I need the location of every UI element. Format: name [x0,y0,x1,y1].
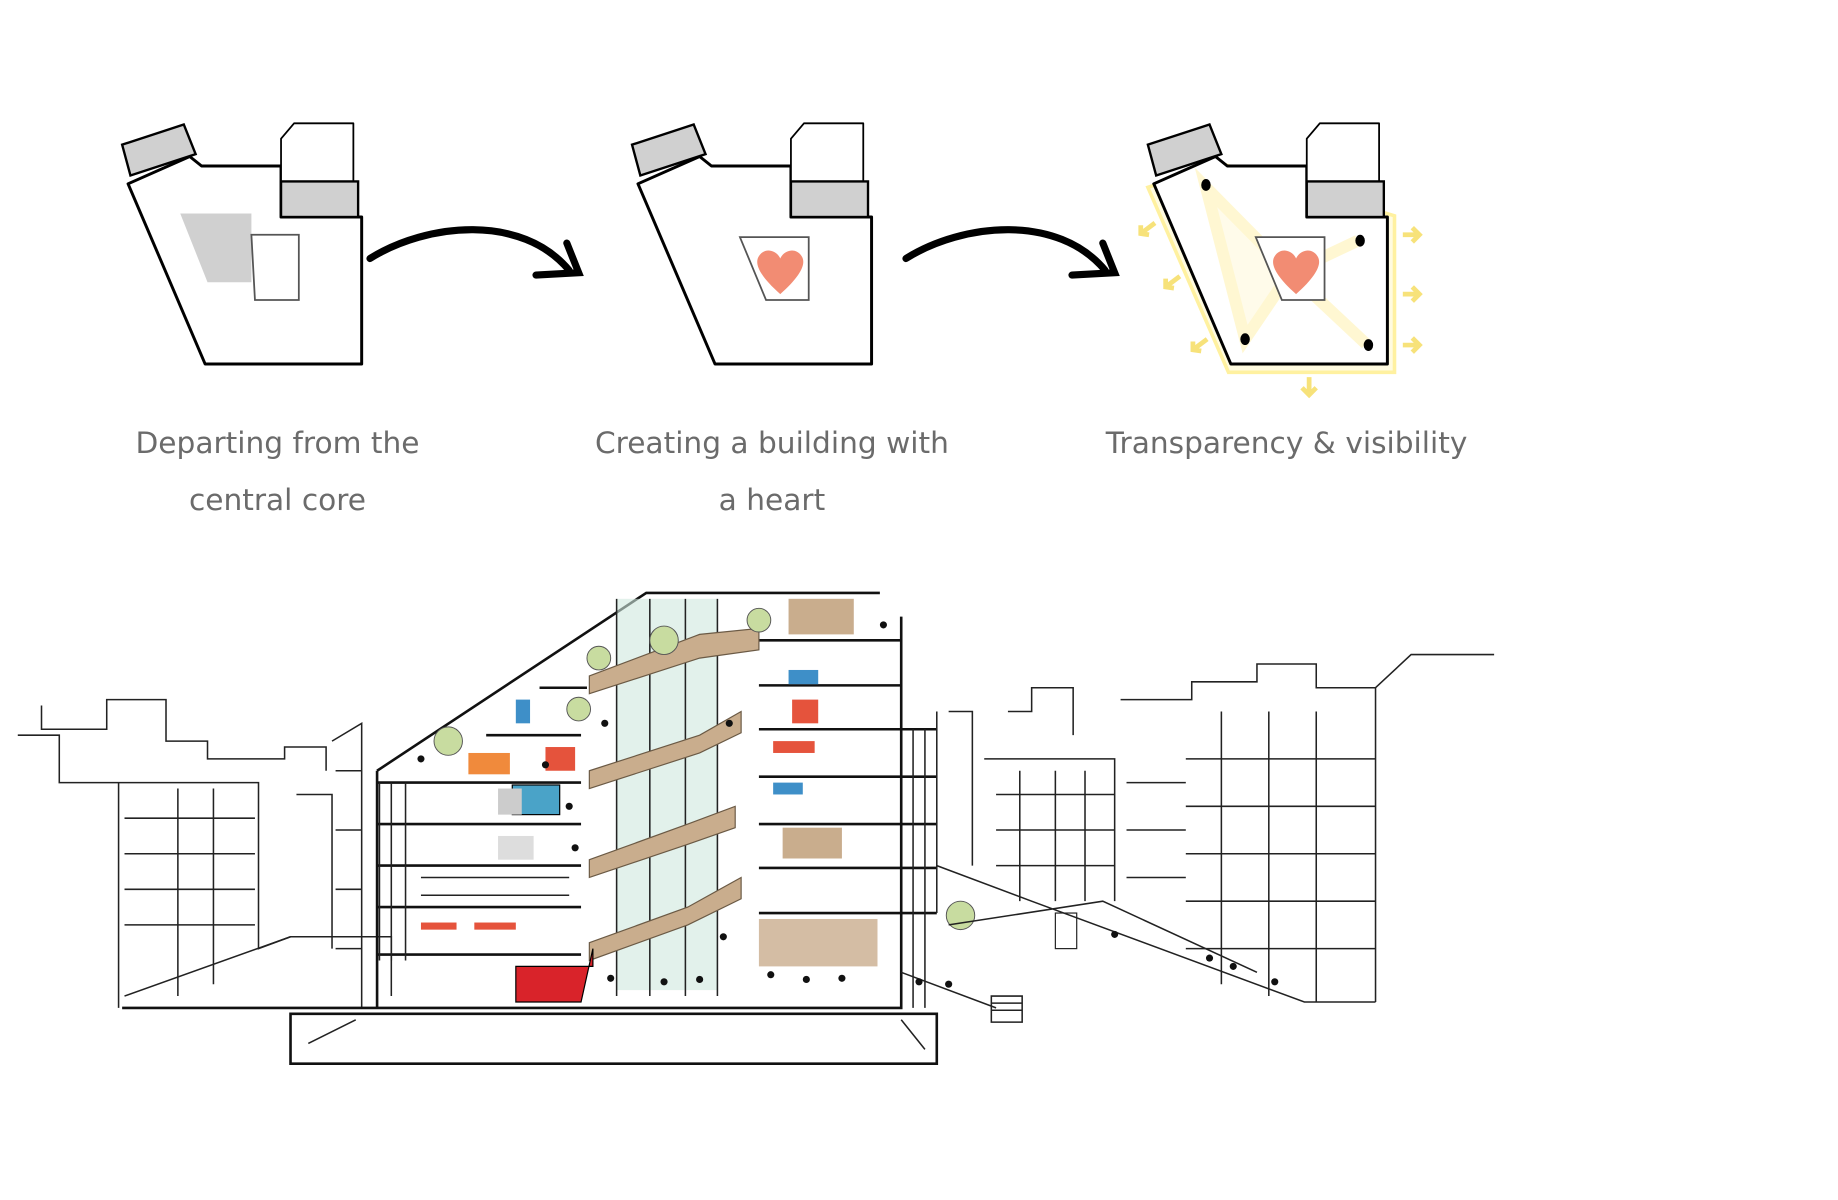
massing-diagram-transparency [1138,121,1423,399]
caption-step-2-line-2: a heart [719,482,826,517]
arrow-icon [902,226,1120,279]
outward-arrows-icon [1138,221,1423,399]
people-figures [417,621,1279,988]
arrow-icon [366,226,584,279]
caption-step-1-line-1: Departing from the [135,425,419,460]
massing-diagram-central-core [120,121,364,366]
eye-icon [1201,179,1374,351]
caption-step-1-line-2: central core [189,482,366,517]
caption-step-3: Transparency & visibility [1105,425,1468,460]
building-section-sketch [17,591,1495,1065]
caption-step-2-line-1: Creating a building with [595,425,949,460]
